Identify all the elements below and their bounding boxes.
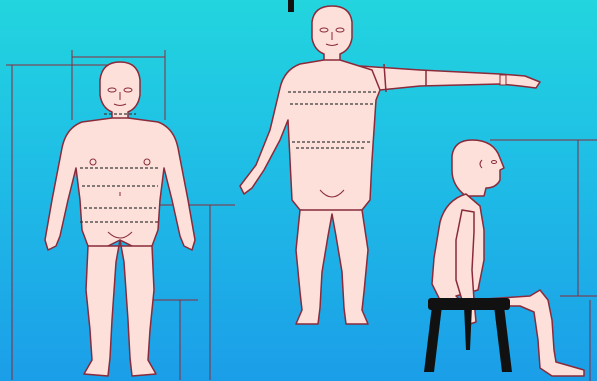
stool-leg [424, 306, 442, 372]
figure1-body [45, 62, 195, 376]
stool-leg [494, 306, 512, 372]
stool-leg [464, 306, 472, 350]
stool [424, 298, 512, 372]
top-mark [288, 0, 294, 12]
seated-side-figure [424, 140, 597, 381]
standing-front-figure [6, 50, 235, 380]
